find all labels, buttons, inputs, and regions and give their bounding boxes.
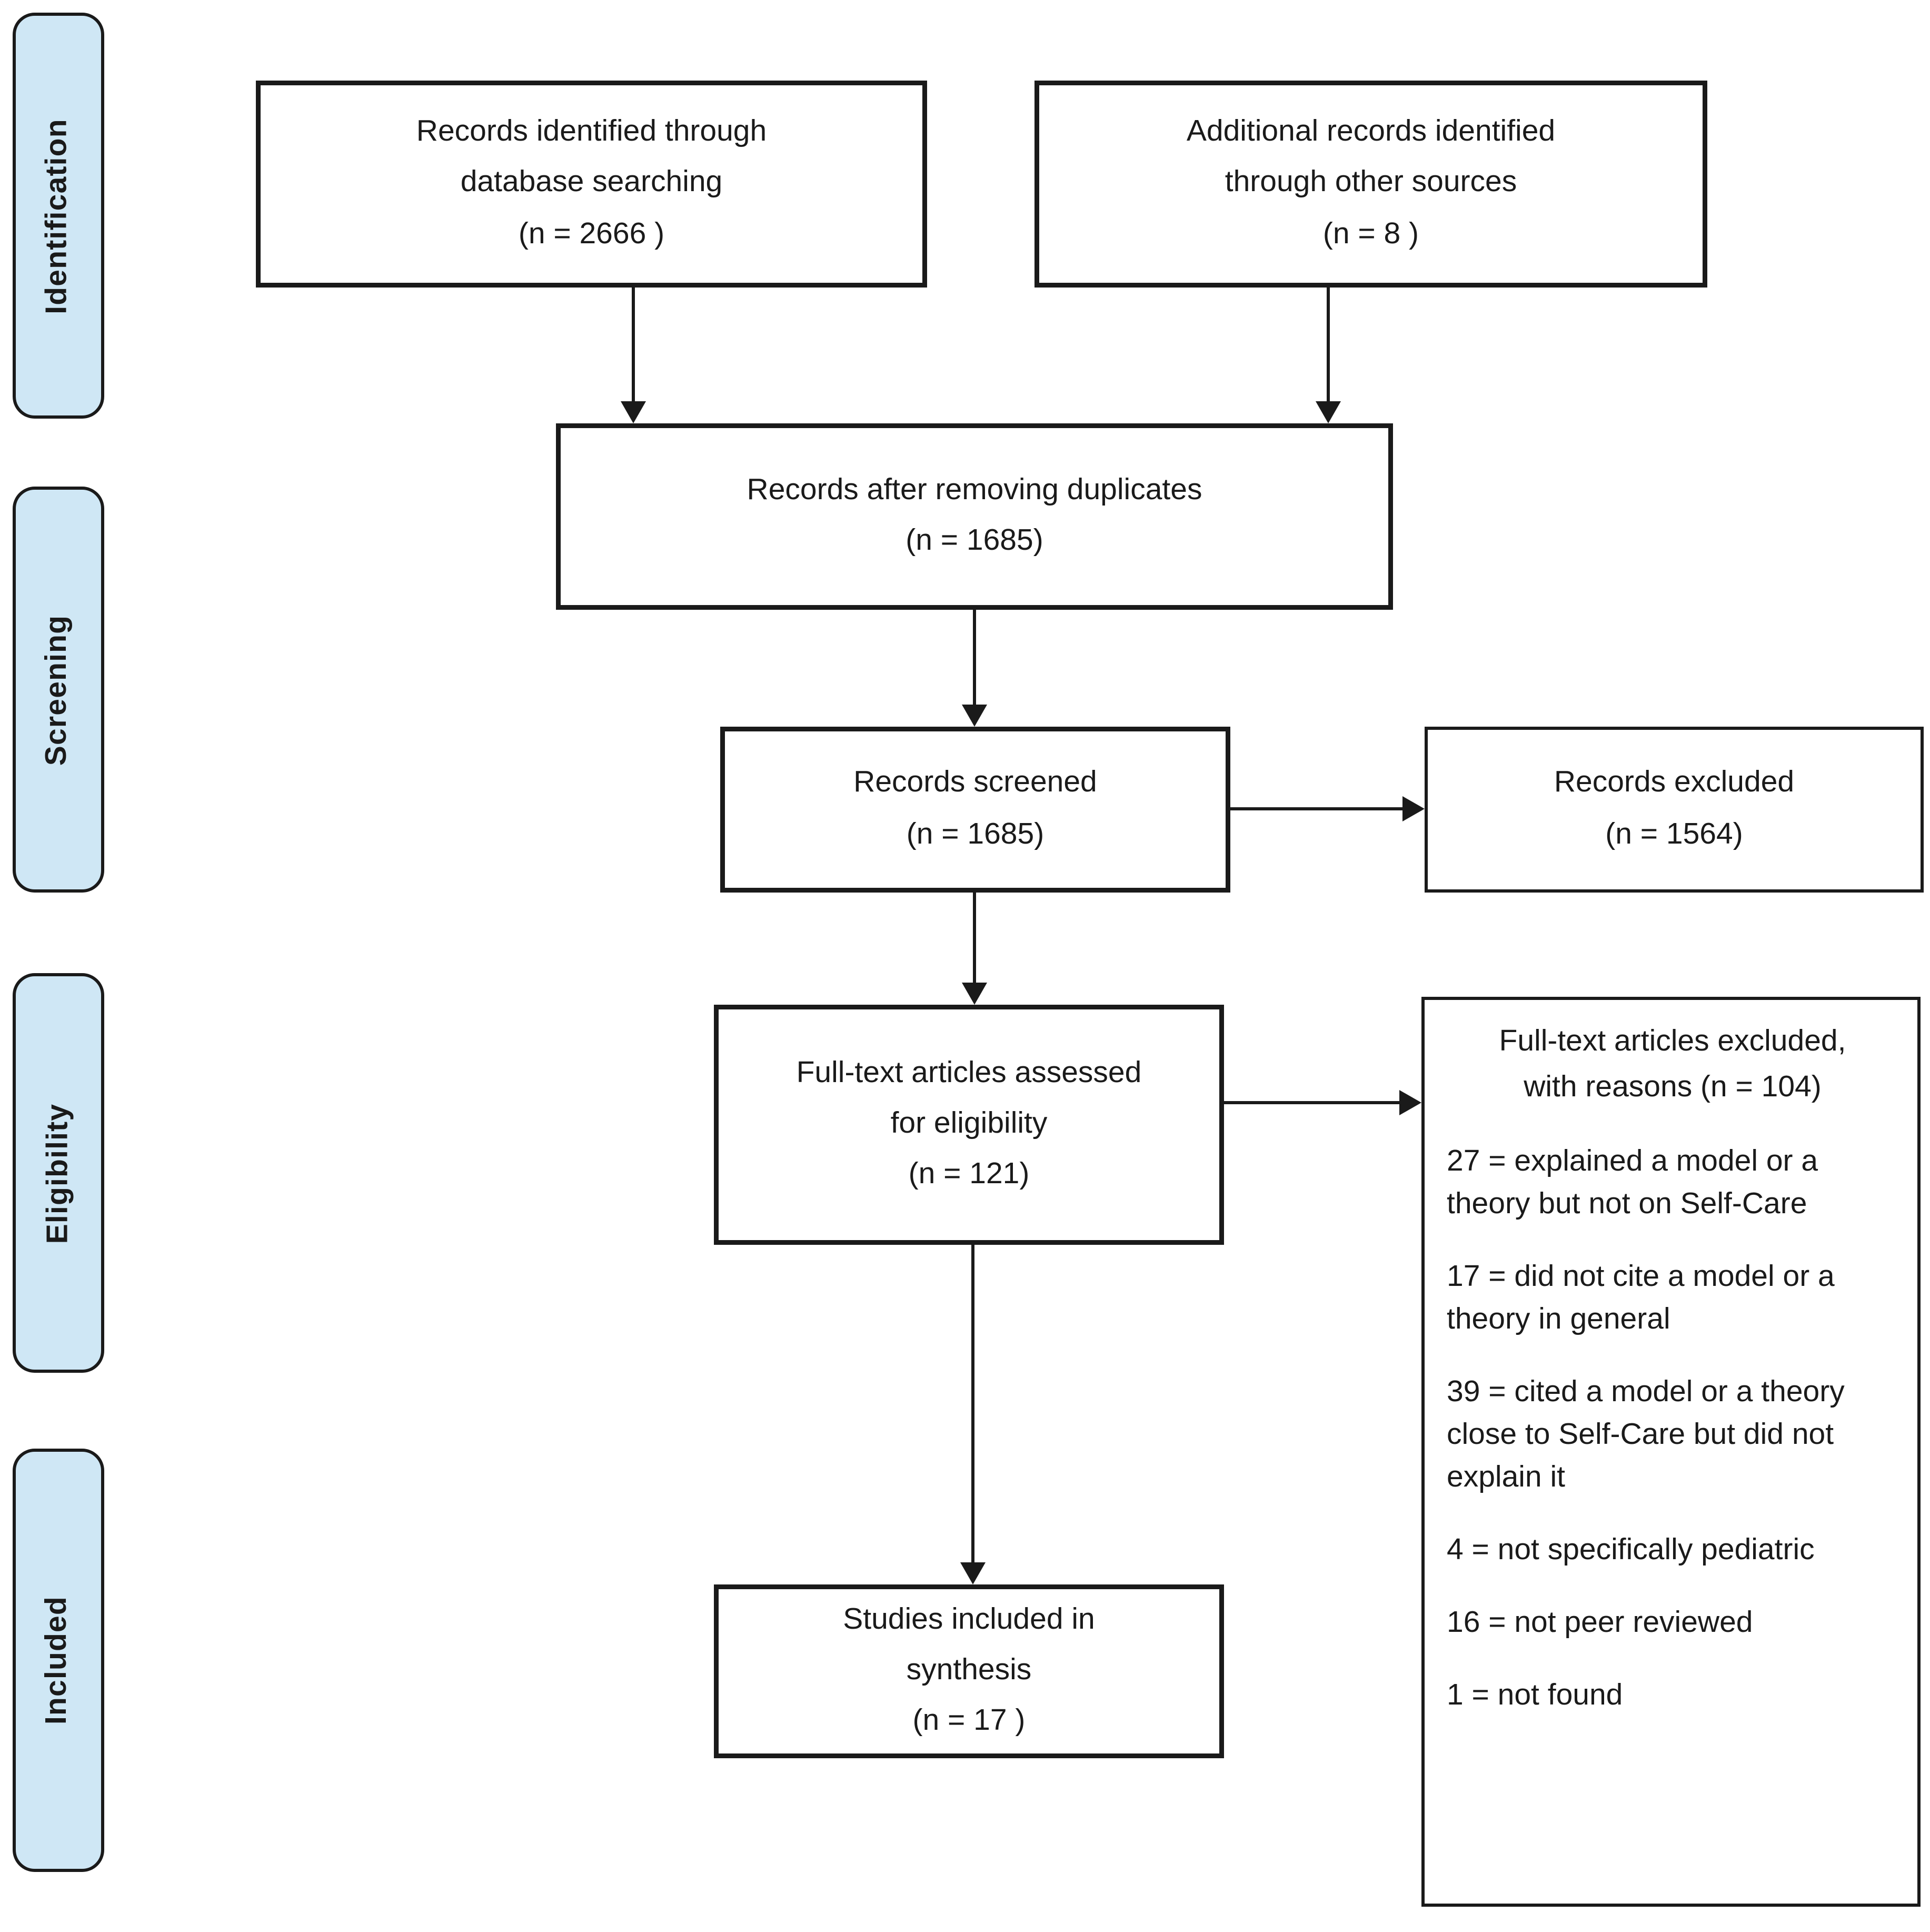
box-records-screened: Records screened (n = 1685) (720, 727, 1230, 893)
box-fulltext-assessed-line2: for eligibility (890, 1107, 1048, 1141)
arrow-additional-to-duplicates-head (1316, 401, 1341, 423)
box-studies-included-count: (n = 17 ) (912, 1705, 1026, 1738)
stage-eligibility: Eligibility (13, 973, 104, 1373)
arrow-screened-to-fulltext-line (973, 893, 976, 983)
exclusion-reason: 27 = explained a model or a theory but n… (1447, 1145, 1818, 1221)
arrow-additional-to-duplicates-line (1327, 288, 1330, 401)
arrow-screened-to-fulltext-head (962, 983, 987, 1005)
box-records-excluded-line1: Records excluded (1554, 766, 1795, 800)
arrow-identified-to-duplicates-head (621, 401, 646, 423)
box-records-identified-count: (n = 2666 ) (518, 217, 665, 251)
box-records-screened-line1: Records screened (853, 766, 1097, 800)
box-records-identified-line2: database searching (460, 166, 723, 200)
box-studies-included-line1: Studies included in (843, 1602, 1095, 1636)
box-fulltext-assessed-count: (n = 121) (908, 1158, 1030, 1192)
exclusion-reason: 17 = did not cite a model or a theory in… (1447, 1260, 1835, 1336)
stage-eligibility-label: Eligibility (41, 1103, 75, 1243)
box-records-after-duplicates-count: (n = 1685) (906, 524, 1043, 558)
exclusion-reason: 1 = not found (1447, 1678, 1623, 1712)
exclusion-reason: 39 = cited a model or a theory close to … (1447, 1375, 1845, 1494)
box-records-identified-line1: Records identified through (416, 115, 767, 149)
arrow-fulltext-to-included-line (971, 1245, 974, 1562)
arrow-screened-to-excluded-line (1230, 807, 1402, 810)
arrow-fulltext-to-excluded-line (1224, 1101, 1399, 1104)
stage-identification-label: Identification (41, 117, 75, 314)
box-fulltext-assessed-line1: Full-text articles assessed (796, 1056, 1142, 1089)
box-additional-records-line2: through other sources (1225, 166, 1517, 200)
box-fulltext-excluded: Full-text articles excluded, with reason… (1421, 997, 1921, 1907)
exclusion-reason: 4 = not specifically pediatric (1447, 1533, 1815, 1567)
stage-included: Included (13, 1449, 104, 1872)
box-additional-records-line1: Additional records identified (1186, 115, 1556, 149)
box-records-after-duplicates-line1: Records after removing duplicates (747, 473, 1202, 507)
arrow-duplicates-to-screened-line (973, 610, 976, 705)
box-records-excluded-count: (n = 1564) (1605, 817, 1743, 851)
arrow-screened-to-excluded-head (1402, 796, 1425, 821)
box-records-screened-count: (n = 1685) (906, 817, 1044, 851)
arrow-identified-to-duplicates-line (632, 288, 635, 401)
box-fulltext-excluded-heading: Full-text articles excluded, with reason… (1447, 1019, 1898, 1112)
arrow-fulltext-to-excluded-head (1399, 1090, 1421, 1115)
box-studies-included-line2: synthesis (906, 1653, 1032, 1687)
box-fulltext-excluded-heading-line1: Full-text articles excluded, (1499, 1025, 1846, 1058)
box-studies-included: Studies included in synthesis (n = 17 ) (714, 1584, 1224, 1758)
box-additional-records-count: (n = 8 ) (1322, 217, 1419, 251)
arrow-duplicates-to-screened-head (962, 705, 987, 727)
stage-screening-label: Screening (41, 614, 74, 765)
box-records-identified: Records identified through database sear… (256, 81, 927, 288)
stage-included-label: Included (41, 1596, 75, 1725)
box-additional-records: Additional records identified through ot… (1034, 81, 1707, 288)
box-fulltext-assessed: Full-text articles assessed for eligibil… (714, 1005, 1224, 1245)
stage-screening: Screening (13, 487, 104, 893)
box-records-excluded: Records excluded (n = 1564) (1425, 727, 1924, 893)
exclusion-reason: 16 = not peer reviewed (1447, 1606, 1753, 1639)
box-fulltext-excluded-heading-line2: with reasons (n = 104) (1524, 1072, 1822, 1105)
box-records-after-duplicates: Records after removing duplicates (n = 1… (556, 423, 1393, 610)
arrow-fulltext-to-included-head (960, 1562, 986, 1584)
stage-identification: Identification (13, 13, 104, 419)
